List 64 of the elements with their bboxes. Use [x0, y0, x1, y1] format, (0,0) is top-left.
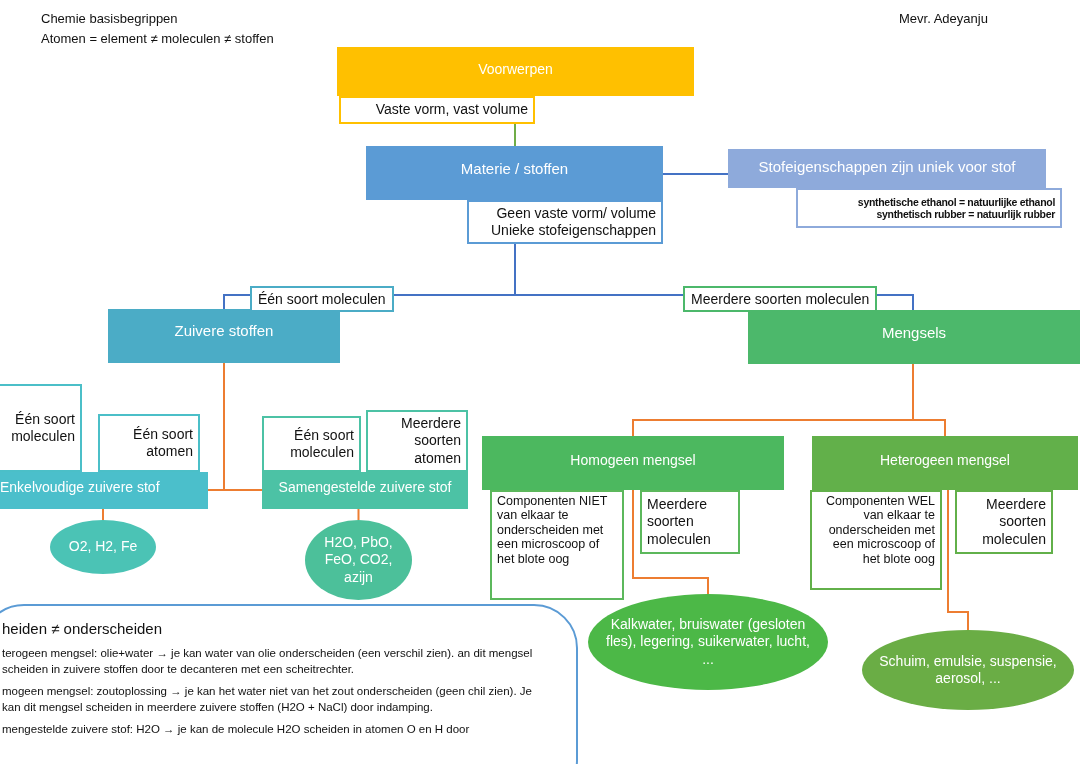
- node-text: Samengestelde zuivere stof: [278, 479, 452, 497]
- connector-line: [662, 173, 729, 175]
- text-box: [366, 410, 468, 472]
- note-paragraph: mengestelde zuivere stof: H2O → je kan de molecule H2O scheiden in atomen O en H door: [2, 722, 471, 738]
- text-box: [810, 490, 942, 590]
- text-box: [490, 490, 624, 600]
- node-text: Één soort moleculen: [289, 426, 354, 462]
- node-text: Voorwerpen: [478, 61, 553, 79]
- text-box: [262, 416, 361, 472]
- text-box: [796, 188, 1062, 228]
- node-text: Componenten WEL van elkaar te onderscheiden met een microscoop of het blote oog: [824, 494, 935, 566]
- node-text: Kalkwater, bruiswater (gesloten fles), legering, suikerwater, lucht, ...: [605, 615, 811, 669]
- text-box: [955, 490, 1053, 554]
- concept-box: [337, 47, 694, 96]
- node-text: Unieke stofeigenschappen: [490, 222, 656, 240]
- text-box: [467, 200, 663, 244]
- connector-line: [357, 508, 360, 521]
- concept-box: [728, 149, 1046, 188]
- text-box: [0, 384, 82, 472]
- note-paragraph: terogeen mengsel: olie+water → je kan water van olie onderscheiden (een verschil zien). an dit mengsel scheiden in zuivere stoffen door te decanteren met een scheitrechter.: [2, 645, 534, 677]
- node-text: Één soort moleculen: [10, 410, 75, 446]
- text-box: [339, 96, 535, 124]
- node-text: Mengsels: [881, 324, 947, 343]
- connector-line: [102, 508, 104, 521]
- node-text: Heterogeen mengsel: [880, 452, 1010, 470]
- concept-box: [262, 472, 468, 509]
- note-heading: heiden ≠ onderscheiden: [2, 620, 164, 639]
- edge-label: Meerdere soorten moleculen: [683, 286, 878, 312]
- connector-line: [912, 363, 946, 437]
- concept-box: [0, 472, 208, 509]
- note-box: [0, 604, 578, 764]
- concept-box: [812, 436, 1078, 490]
- connector-line: [514, 123, 516, 147]
- node-text: Zuivere stoffen: [174, 322, 274, 341]
- header-text: Chemie basisbegrippen: [41, 11, 178, 26]
- node-text: Meerdere soorten atomen: [400, 414, 461, 468]
- node-text: Meerdere soorten moleculen: [981, 495, 1046, 549]
- concept-box: [748, 310, 1080, 364]
- node-text: Meerdere soorten moleculen: [647, 495, 712, 549]
- node-text: Stofeigenschappen zijn uniek voor stof: [758, 158, 1016, 177]
- node-text: O2, H2, Fe: [68, 538, 138, 556]
- node-text: Vaste vorm, vast volume: [374, 101, 528, 119]
- connector-line: [223, 362, 263, 491]
- node-text: Enkelvoudige zuivere stof: [0, 479, 160, 497]
- text-box: [640, 490, 740, 554]
- connector-line: [632, 489, 709, 595]
- edge-label: Één soort moleculen: [250, 286, 394, 312]
- node-text: Schuim, emulsie, suspensie, aerosol, ...: [878, 652, 1058, 688]
- node-text: Geen vaste vorm/ volume: [495, 204, 656, 222]
- connector-line: [947, 489, 969, 631]
- node-text: synthetische ethanol = natuurlijke ethanol: [856, 195, 1055, 208]
- node-text: Componenten NIET van elkaar te onderscheiden met een microscoop of het blote oog: [497, 494, 609, 566]
- concept-box: [366, 146, 663, 200]
- header-text: Atomen = element ≠ moleculen ≠ stoffen: [41, 31, 274, 46]
- text-box: [98, 414, 200, 472]
- concept-box: [482, 436, 784, 490]
- node-text: Één soort atomen: [132, 425, 193, 461]
- node-text: H2O, PbO, FeO, CO2, azijn: [323, 533, 394, 587]
- node-text: Homogeen mengsel: [570, 452, 696, 470]
- node-text: synthetisch rubber = natuurlijk rubber: [875, 208, 1055, 221]
- header-text: Mevr. Adeyanju: [899, 11, 988, 26]
- note-paragraph: mogeen mengsel: zoutoplossing → je kan het water niet van het zout onderscheiden (geen chil zien). Je kan dit mengsel scheiden in meerdere zuivere stoffen (H2O + NaCl) door indamping.: [2, 683, 533, 716]
- node-text: Materie / stoffen: [460, 160, 569, 179]
- concept-box: [108, 309, 340, 363]
